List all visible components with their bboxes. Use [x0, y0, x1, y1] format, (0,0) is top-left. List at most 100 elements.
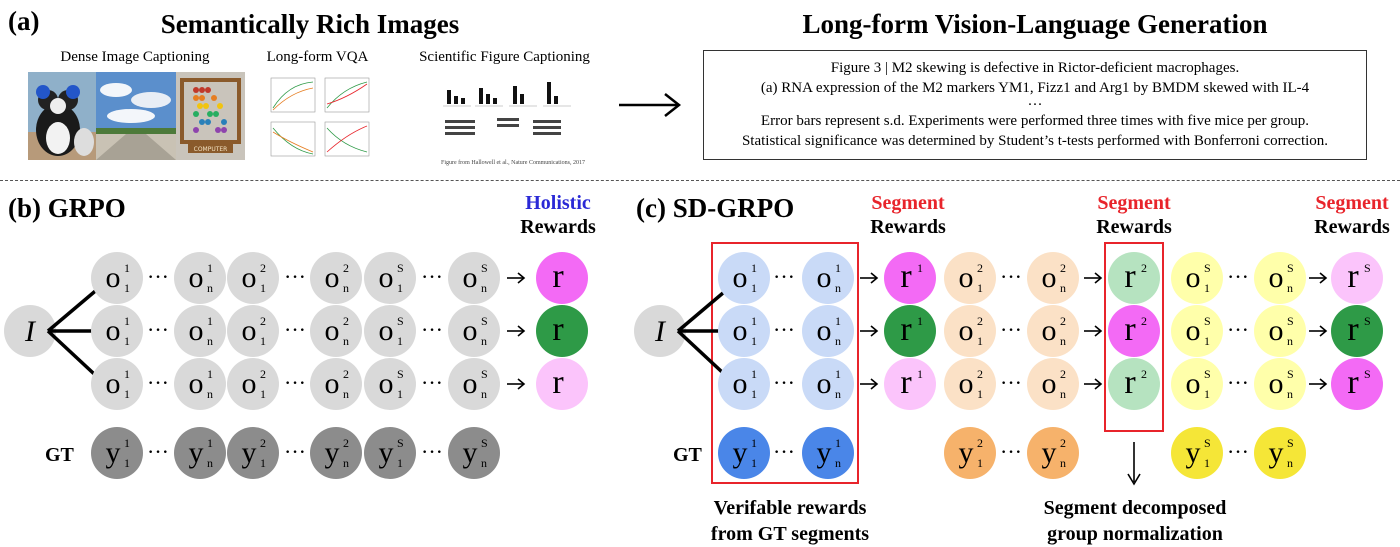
group-normalization-caption: Segment decomposed group normalization	[1010, 495, 1260, 547]
node-subscript: 1	[751, 281, 757, 295]
node-subscript: 1	[397, 334, 403, 348]
segment-label: Segment	[1315, 192, 1389, 214]
node-circle	[91, 305, 143, 357]
node-subscript: 1	[1204, 281, 1210, 295]
node-letter: r	[552, 364, 564, 401]
node-subscript: 1	[260, 387, 266, 401]
node-letter: y	[1042, 436, 1057, 469]
ellipsis: ···	[284, 264, 306, 289]
node-superscript: 1	[917, 367, 923, 381]
node-subscript: 1	[977, 387, 983, 401]
node-subscript: n	[207, 387, 213, 401]
caption-line: Verifable rewards	[713, 497, 867, 519]
grpo-reward-node: r	[536, 252, 588, 304]
segment-label: Segment	[871, 192, 945, 214]
node-circle	[1254, 358, 1306, 410]
node-letter: o	[959, 314, 974, 347]
ellipsis: ···	[147, 317, 169, 342]
node-subscript: 1	[751, 456, 757, 470]
ellipsis: ···	[1000, 264, 1022, 289]
segment-rewards-header-2: Segment Rewards	[1084, 191, 1184, 239]
node-letter: r	[552, 258, 564, 295]
node-superscript: 2	[977, 314, 983, 328]
node-letter: o	[106, 261, 121, 294]
node-superscript: 2	[1141, 314, 1147, 328]
node-superscript: S	[1364, 261, 1371, 275]
node-subscript: 1	[751, 334, 757, 348]
node-superscript: S	[397, 261, 404, 275]
node-superscript: 2	[1141, 367, 1147, 381]
ellipsis: ···	[1227, 264, 1249, 289]
node-circle	[884, 358, 936, 410]
node-subscript: n	[207, 334, 213, 348]
text-line-2: (a) RNA expression of the M2 markers YM1…	[760, 79, 1310, 96]
grpo-reward-node: r	[536, 305, 588, 357]
node-superscript: 2	[260, 367, 266, 381]
node-circle	[174, 305, 226, 357]
node-letter: o	[1269, 314, 1284, 347]
node-subscript: n	[481, 281, 487, 295]
input-node-b: I	[4, 305, 56, 357]
ellipsis: ···	[421, 317, 443, 342]
node-circle	[91, 427, 143, 479]
node-letter: y	[817, 436, 832, 469]
node-superscript: 2	[260, 436, 266, 450]
node-circle	[944, 305, 996, 357]
abacus-label: COMPUTER	[194, 146, 228, 153]
dog-photo	[28, 72, 96, 160]
node-letter: o	[817, 261, 832, 294]
node-circle	[174, 252, 226, 304]
ellipsis: ···	[1000, 370, 1022, 395]
node-superscript: S	[1287, 314, 1294, 328]
node-circle	[1027, 358, 1079, 410]
node-subscript: 1	[1204, 387, 1210, 401]
node-superscript: 2	[343, 367, 349, 381]
node-superscript: 2	[977, 367, 983, 381]
node-letter: o	[733, 367, 748, 400]
node-circle	[944, 427, 996, 479]
node-letter: r	[1347, 311, 1359, 348]
node-circle	[310, 358, 362, 410]
node-superscript: S	[1364, 314, 1371, 328]
input-symbol: I	[654, 315, 667, 348]
segment-label: Segment	[1097, 192, 1171, 214]
node-superscript: S	[1204, 436, 1211, 450]
ellipsis: ···	[284, 317, 306, 342]
node-circle	[802, 305, 854, 357]
node-letter: o	[379, 314, 394, 347]
ellipsis: ···	[773, 317, 795, 342]
node-superscript: S	[1287, 436, 1294, 450]
caption-line: Segment decomposed	[1043, 497, 1227, 519]
node-superscript: S	[481, 436, 488, 450]
task-dense-captioning: Dense Image Captioning	[60, 49, 210, 65]
node-circle	[310, 427, 362, 479]
node-superscript: 1	[124, 261, 130, 275]
node-letter: o	[959, 367, 974, 400]
node-circle	[718, 252, 770, 304]
node-letter: r	[1347, 364, 1359, 401]
ellipsis: ···	[773, 439, 795, 464]
node-letter: r	[900, 258, 912, 295]
abacus-photo: COMPUTER	[176, 72, 245, 160]
node-superscript: 1	[207, 261, 213, 275]
input-node-c: I	[634, 305, 686, 357]
small-arrow	[860, 378, 879, 390]
node-letter: o	[106, 367, 121, 400]
node-letter: o	[325, 261, 340, 294]
node-letter: o	[1269, 261, 1284, 294]
